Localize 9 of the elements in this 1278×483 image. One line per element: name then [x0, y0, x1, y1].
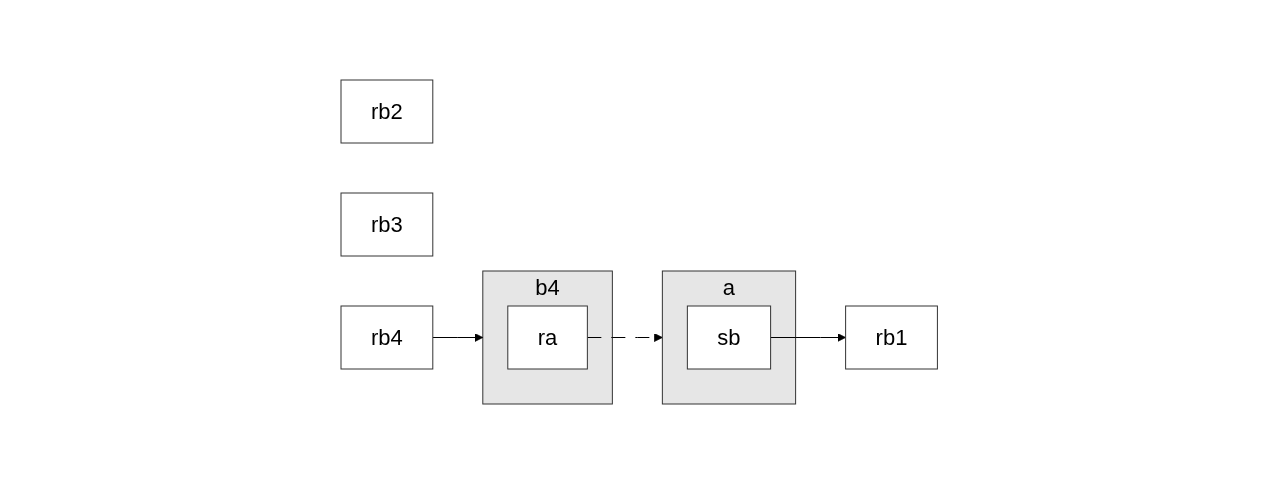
node-box: rb2 [340, 79, 434, 143]
node-box: rb3 [340, 192, 434, 256]
node-box: sb [686, 305, 771, 369]
node-box: rb1 [844, 305, 938, 369]
arrow [769, 332, 846, 342]
arrow [432, 332, 483, 342]
arrow [586, 332, 663, 342]
node-box: ra [507, 305, 588, 369]
node-box: rb4 [340, 305, 434, 369]
